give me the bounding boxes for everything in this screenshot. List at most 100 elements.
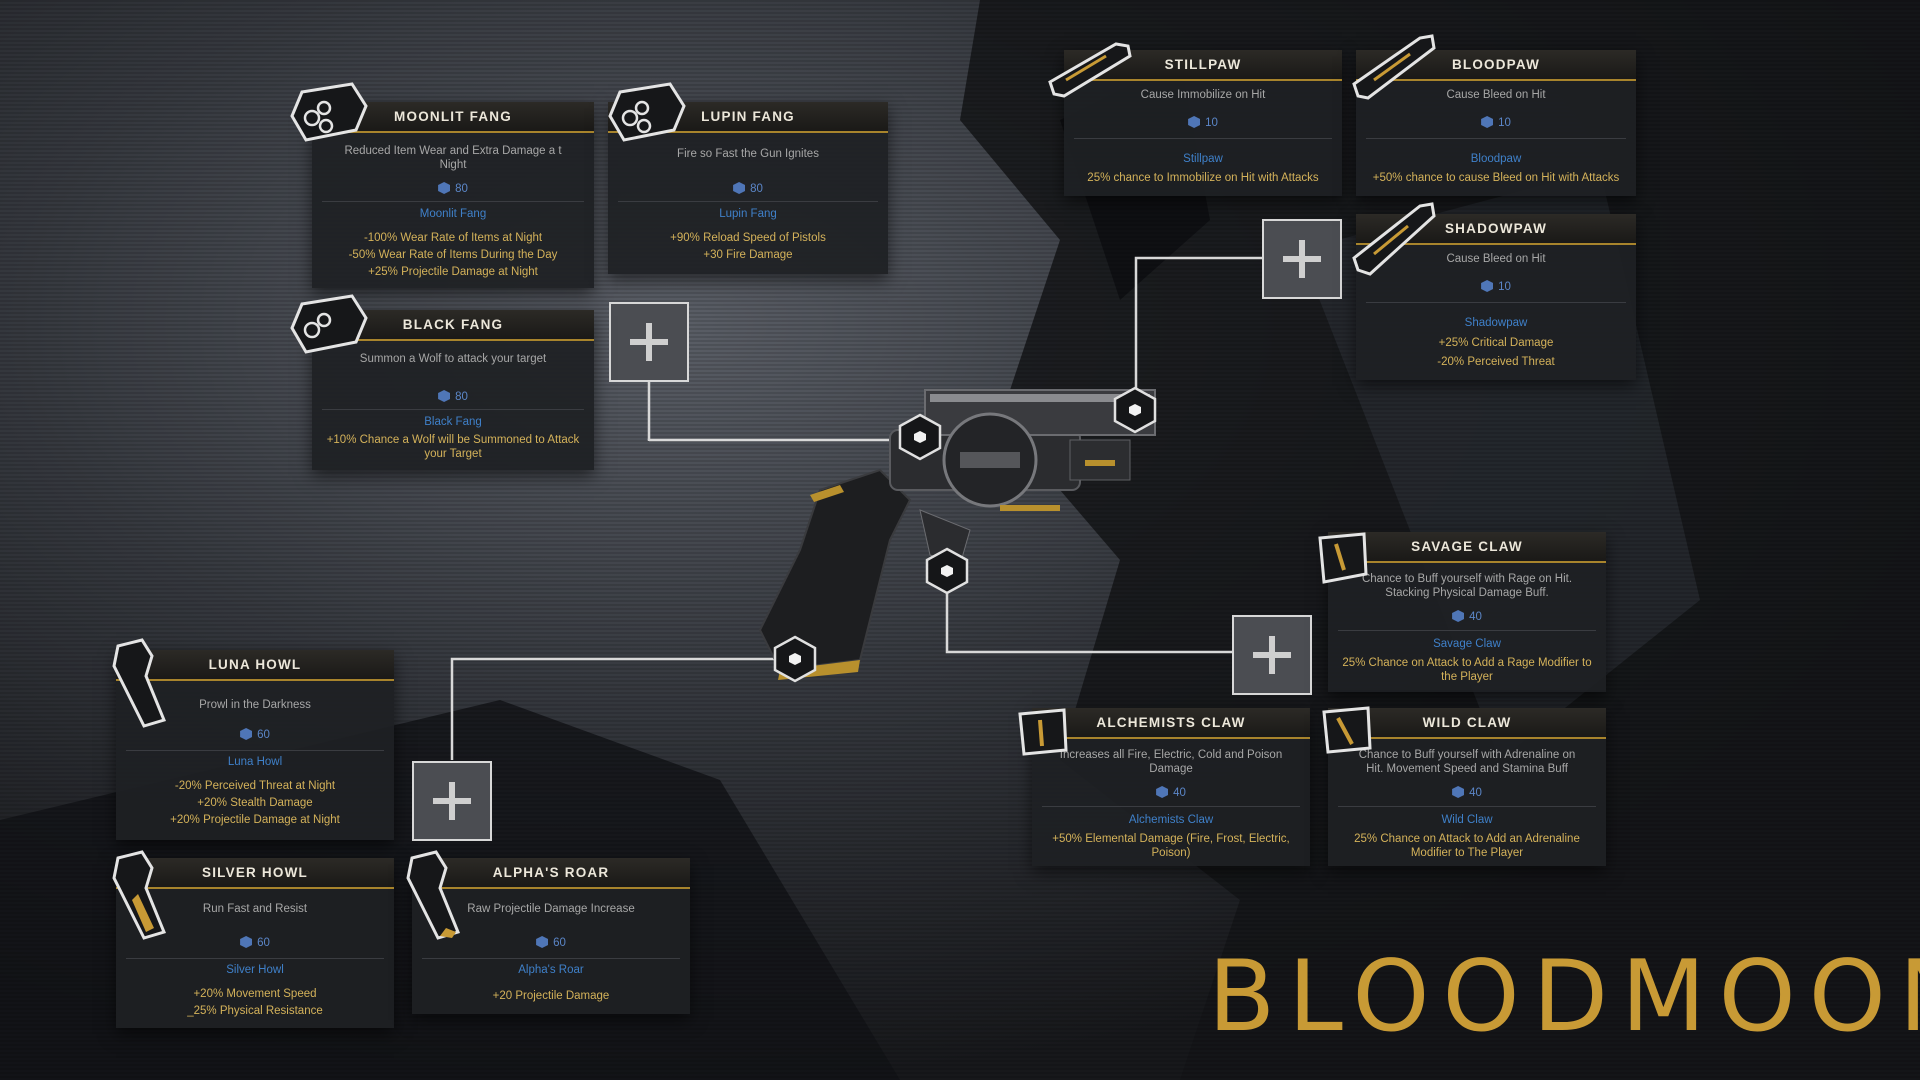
barrel-icon [1352, 34, 1436, 100]
wolf-token-icon [733, 182, 746, 194]
mod-card-shadowpaw[interactable]: SHADOWPAW Cause Bleed on Hit 10 Shadowpa… [1356, 214, 1636, 380]
card-title: ALPHA'S ROAR [492, 865, 610, 880]
card-mod-name: Alchemists Claw [1128, 814, 1214, 826]
card-mod-name: Luna Howl [227, 756, 283, 768]
slot-barrel[interactable] [1113, 386, 1157, 434]
card-cost: 10 [1356, 116, 1636, 129]
card-title: SHADOWPAW [1444, 221, 1548, 236]
trigger-guard-icon [1318, 532, 1368, 584]
card-cost: 40 [1328, 786, 1606, 799]
wolf-token-icon [438, 390, 451, 402]
card-description: Increases all Fire, Electric, Cold and P… [1059, 749, 1283, 775]
mod-card-alchemists-claw[interactable]: ALCHEMISTS CLAW Increases all Fire, Elec… [1032, 708, 1310, 866]
card-title: LUNA HOWL [208, 657, 302, 672]
add-cylinder-button[interactable] [609, 302, 689, 382]
card-mod-name: Black Fang [424, 416, 482, 428]
grip-icon [112, 850, 167, 940]
card-cost: 80 [312, 390, 594, 403]
wolf-token-icon [1481, 280, 1494, 292]
trigger-guard-icon [1322, 706, 1372, 754]
card-effect: 25% Chance on Attack to Add a Rage Modif… [1342, 657, 1592, 683]
barrel-icon [1352, 202, 1436, 276]
cylinder-icon [608, 82, 686, 142]
card-mod-name: Silver Howl [226, 964, 284, 976]
wolf-token-icon [1452, 610, 1465, 622]
mod-card-savage-claw[interactable]: SAVAGE CLAW Chance to Buff yourself with… [1328, 532, 1606, 692]
add-trigger-guard-button[interactable] [1232, 615, 1312, 695]
card-description: Summon a Wolf to attack your target [359, 353, 547, 365]
card-effect: +50% chance to cause Bleed on Hit with A… [1372, 172, 1620, 184]
card-description: Chance to Buff yourself with Rage on Hit… [1361, 573, 1573, 599]
card-description: Run Fast and Resist [202, 903, 308, 915]
card-title: SAVAGE CLAW [1411, 539, 1523, 554]
card-cost: 60 [116, 936, 394, 949]
card-effect: 25% Chance on Attack to Add an Adrenalin… [1354, 833, 1580, 859]
card-description: Raw Projectile Damage Increase [467, 903, 635, 915]
mod-card-wild-claw[interactable]: WILD CLAW Chance to Buff yourself with A… [1328, 708, 1606, 866]
card-title: SILVER HOWL [202, 865, 308, 880]
card-description: Cause Bleed on Hit [1446, 253, 1546, 265]
slot-cylinder[interactable] [898, 413, 942, 461]
card-description: Cause Bleed on Hit [1446, 89, 1546, 101]
card-cost: 10 [1064, 116, 1342, 129]
wolf-token-icon [240, 936, 253, 948]
wolf-token-icon [1156, 786, 1169, 798]
wolf-token-icon [536, 936, 549, 948]
card-effect: +20% Movement Speed _25% Physical Resist… [187, 988, 323, 1017]
add-grip-button[interactable] [412, 761, 492, 841]
card-mod-name: Bloodpaw [1470, 153, 1522, 165]
card-mod-name: Stillpaw [1183, 153, 1223, 165]
slot-trigger-guard[interactable] [925, 547, 969, 595]
card-description: Reduced Item Wear and Extra Damage a t N… [344, 145, 562, 171]
slot-grip[interactable] [773, 635, 817, 683]
cylinder-icon [290, 294, 368, 354]
card-title: BLACK FANG [402, 317, 504, 332]
card-mod-name: Lupin Fang [719, 208, 777, 220]
wolf-token-icon [438, 182, 451, 194]
card-title: ALCHEMISTS CLAW [1096, 715, 1246, 730]
card-title: BLOODPAW [1451, 57, 1541, 72]
card-description: Chance to Buff yourself with Adrenaline … [1358, 749, 1576, 775]
card-effect: +90% Reload Speed of Pistols +30 Fire Da… [670, 232, 826, 261]
card-effect: +10% Chance a Wolf will be Summoned to A… [326, 434, 580, 460]
card-title: MOONLIT FANG [394, 109, 512, 124]
card-mod-name: Alpha's Roar [518, 964, 584, 976]
card-mod-name: Savage Claw [1433, 638, 1501, 650]
card-cost: 10 [1356, 280, 1636, 293]
card-title: LUPIN FANG [701, 109, 795, 124]
wolf-token-icon [1481, 116, 1494, 128]
brand-title: BLOODMOON [1208, 940, 1920, 1054]
card-cost: 40 [1032, 786, 1310, 799]
card-mod-name: Moonlit Fang [419, 208, 487, 220]
card-effect: +20 Projectile Damage [492, 990, 610, 1002]
mod-card-stillpaw[interactable]: STILLPAW Cause Immobilize on Hit 10 Stil… [1064, 50, 1342, 196]
grip-icon [406, 850, 461, 940]
card-cost: 80 [608, 182, 888, 195]
card-cost: 40 [1328, 610, 1606, 623]
card-effect: -100% Wear Rate of Items at Night -50% W… [348, 232, 558, 278]
mod-card-luna-howl[interactable]: LUNA HOWL Prowl in the Darkness 60 Luna … [116, 650, 394, 840]
wolf-token-icon [1452, 786, 1465, 798]
add-barrel-button[interactable] [1262, 219, 1342, 299]
card-title: WILD CLAW [1422, 715, 1512, 730]
mod-card-alphas-roar[interactable]: ALPHA'S ROAR Raw Projectile Damage Incre… [412, 858, 690, 1014]
card-mod-name: Shadowpaw [1464, 317, 1528, 329]
card-description: Fire so Fast the Gun Ignites [677, 148, 819, 160]
card-cost: 80 [312, 182, 594, 195]
cylinder-icon [290, 82, 368, 142]
wolf-token-icon [1188, 116, 1201, 128]
trigger-guard-icon [1018, 708, 1068, 756]
card-description: Prowl in the Darkness [199, 699, 311, 711]
wolf-token-icon [240, 728, 253, 740]
card-cost: 60 [412, 936, 690, 949]
card-effect: -20% Perceived Threat at Night +20% Stea… [170, 780, 340, 826]
mod-card-silver-howl[interactable]: SILVER HOWL Run Fast and Resist 60 Silve… [116, 858, 394, 1028]
barrel-icon [1048, 42, 1132, 98]
card-effect: 25% chance to Immobilize on Hit with Att… [1087, 172, 1319, 184]
card-effect: +25% Critical Damage -20% Perceived Thre… [1437, 337, 1555, 368]
card-effect: +50% Elemental Damage (Fire, Frost, Elec… [1052, 833, 1290, 859]
card-mod-name: Wild Claw [1441, 814, 1493, 826]
card-description: Cause Immobilize on Hit [1140, 89, 1266, 101]
grip-icon [112, 638, 167, 728]
card-title: STILLPAW [1164, 57, 1242, 72]
